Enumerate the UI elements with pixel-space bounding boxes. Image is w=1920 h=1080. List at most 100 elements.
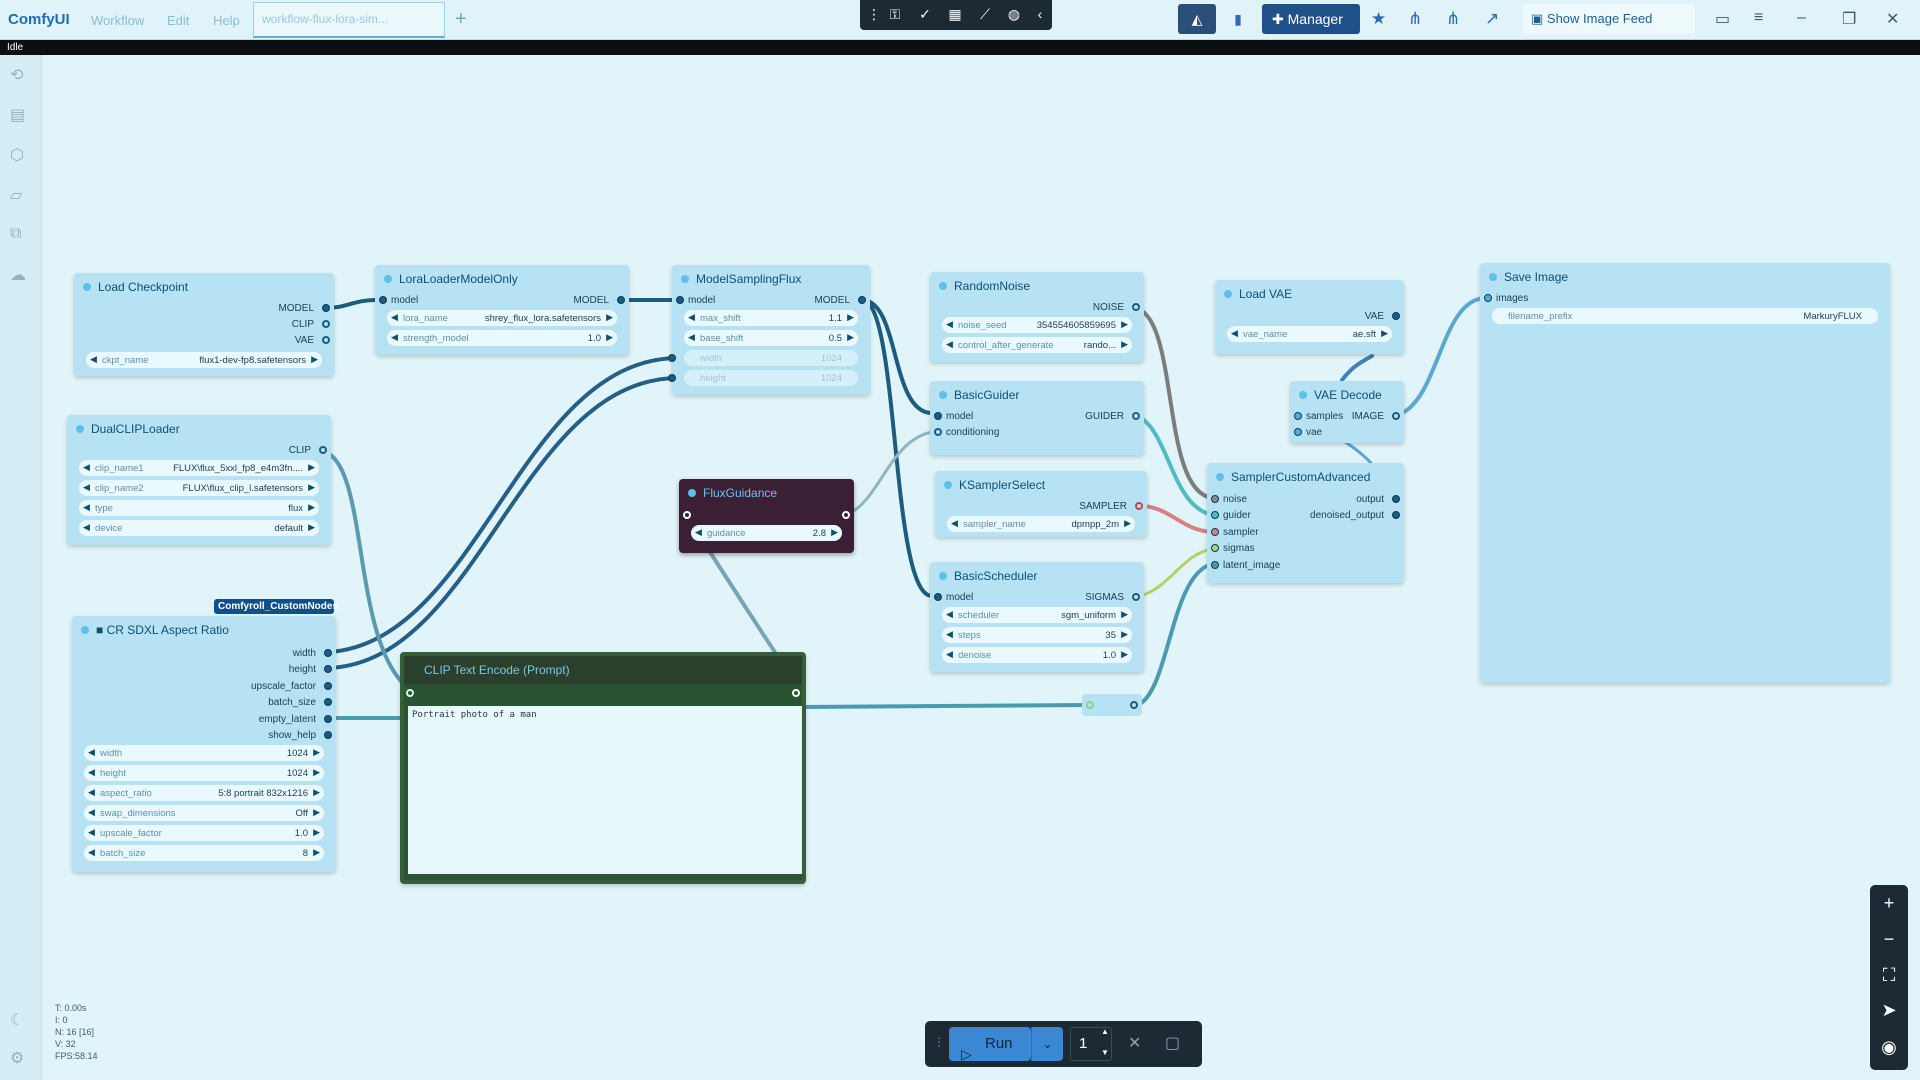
node-collapse-dot[interactable] bbox=[1224, 290, 1232, 298]
close-window-icon[interactable]: ✕ bbox=[1886, 11, 1900, 28]
input-model-socket[interactable] bbox=[934, 412, 942, 420]
panel-toggle-icon[interactable]: ▭ bbox=[1715, 11, 1731, 28]
arrow-left-icon[interactable]: ◀ bbox=[695, 527, 702, 537]
workflow-share-icon[interactable]: ⋔ bbox=[1408, 9, 1423, 28]
key-icon[interactable]: ⚿ bbox=[889, 6, 901, 22]
arrow-right-icon[interactable]: ▶ bbox=[308, 462, 315, 472]
input-guider-socket[interactable] bbox=[1211, 511, 1219, 519]
run-options-chevron-down-icon[interactable]: ⌄ bbox=[1031, 1027, 1063, 1061]
arrow-right-icon[interactable]: ▶ bbox=[313, 847, 320, 857]
input-sampler-socket[interactable] bbox=[1211, 528, 1219, 536]
workflow-share-alt-icon[interactable]: ⋔ bbox=[1446, 9, 1461, 28]
zoom-in-icon[interactable]: + bbox=[1883, 893, 1895, 913]
arrow-right-icon[interactable]: ▶ bbox=[1121, 339, 1128, 349]
bookmark-icon[interactable]: ▮ bbox=[1234, 11, 1242, 27]
node-title[interactable]: Load VAE bbox=[1239, 287, 1293, 301]
node-title[interactable]: CLIP Text Encode (Prompt) bbox=[404, 656, 802, 684]
node-collapse-dot[interactable] bbox=[939, 391, 947, 399]
arrow-left-icon[interactable]: ◀ bbox=[83, 482, 90, 492]
arrow-right-icon[interactable]: ▶ bbox=[1121, 649, 1128, 659]
arrow-left-icon[interactable]: ◀ bbox=[88, 767, 95, 777]
node-title[interactable]: KSamplerSelect bbox=[959, 478, 1046, 492]
node-collapse-dot[interactable] bbox=[939, 282, 947, 290]
output-vae-socket[interactable] bbox=[1392, 312, 1400, 320]
output-sampler-socket[interactable] bbox=[1135, 502, 1143, 510]
input-height-socket[interactable] bbox=[668, 374, 676, 382]
history-icon[interactable]: ⟲ bbox=[10, 67, 24, 84]
output-noise-socket[interactable] bbox=[1132, 303, 1140, 311]
input-model-socket[interactable] bbox=[934, 593, 942, 601]
show-image-feed-button[interactable]: ▣ Show Image Feed bbox=[1523, 4, 1695, 34]
menu-help[interactable]: Help bbox=[213, 13, 240, 28]
arrow-right-icon[interactable]: ▶ bbox=[847, 332, 854, 342]
arrow-left-icon[interactable]: ◀ bbox=[88, 747, 95, 757]
reroute-input-socket[interactable] bbox=[1086, 701, 1094, 709]
arrow-left-icon[interactable]: ◀ bbox=[90, 354, 97, 364]
arrow-right-icon[interactable]: ▶ bbox=[606, 312, 613, 322]
new-tab-plus-icon[interactable]: + bbox=[455, 8, 467, 30]
github-icon[interactable]: ◍ bbox=[1007, 6, 1021, 22]
arrow-left-icon[interactable]: ◀ bbox=[83, 502, 90, 512]
node-collapse-dot[interactable] bbox=[76, 425, 84, 433]
arrow-left-icon[interactable]: ◀ bbox=[946, 649, 953, 659]
output-batch-socket[interactable] bbox=[324, 698, 332, 706]
node-collapse-dot[interactable] bbox=[681, 275, 689, 283]
batch-count-input[interactable]: 1 bbox=[1070, 1027, 1112, 1061]
arrow-right-icon[interactable]: ▶ bbox=[311, 354, 318, 364]
node-library-icon[interactable]: ⧉ bbox=[10, 225, 22, 242]
node-collapse-dot[interactable] bbox=[944, 481, 952, 489]
node-title[interactable]: LoraLoaderModelOnly bbox=[399, 272, 518, 286]
input-noise-socket[interactable] bbox=[1211, 495, 1219, 503]
output-height-socket[interactable] bbox=[324, 665, 332, 673]
node-collapse-dot[interactable] bbox=[939, 572, 947, 580]
arrow-left-icon[interactable]: ◀ bbox=[946, 609, 953, 619]
star-icon[interactable]: ★ bbox=[1371, 9, 1387, 28]
workflow-tab[interactable]: workflow-flux-lora-sim... bbox=[253, 2, 445, 38]
arrow-right-icon[interactable]: ▶ bbox=[308, 482, 315, 492]
settings-gear-icon[interactable]: ⚙ bbox=[10, 1050, 25, 1067]
node-title[interactable]: FluxGuidance bbox=[703, 486, 778, 500]
chart-icon[interactable]: ⟋ bbox=[980, 6, 990, 22]
arrow-right-icon[interactable]: ▶ bbox=[313, 787, 320, 797]
output-guider-socket[interactable] bbox=[1132, 412, 1140, 420]
node-collapse-dot[interactable] bbox=[1489, 273, 1497, 281]
drag-handle-icon[interactable]: ⋮ bbox=[933, 1035, 945, 1049]
folder-icon[interactable]: ▱ bbox=[10, 187, 23, 204]
drag-handle-icon[interactable]: ⋮ bbox=[867, 6, 881, 22]
menu-workflow[interactable]: Workflow bbox=[91, 13, 145, 28]
prompt-textarea[interactable]: Portrait photo of a man bbox=[408, 706, 802, 874]
share-arrow-icon[interactable]: ↗ bbox=[1485, 9, 1500, 28]
reroute-node[interactable] bbox=[1082, 694, 1142, 716]
input-clip-socket[interactable] bbox=[406, 689, 414, 697]
pysssss-icon[interactable]: ◭ bbox=[1178, 4, 1216, 34]
hamburger-menu-icon[interactable]: ≡ bbox=[1754, 9, 1764, 26]
node-load-checkpoint[interactable]: Load Checkpoint MODEL CLIP VAE ◀ckpt_nam… bbox=[74, 273, 334, 376]
output-model-socket[interactable] bbox=[858, 296, 866, 304]
node-collapse-dot[interactable] bbox=[688, 489, 696, 497]
node-collapse-dot[interactable] bbox=[81, 626, 89, 634]
arrow-right-icon[interactable]: ▶ bbox=[308, 522, 315, 532]
arrow-left-icon[interactable]: ◀ bbox=[83, 522, 90, 532]
node-title[interactable]: ■ CR SDXL Aspect Ratio bbox=[96, 623, 229, 637]
node-clip-text-encode[interactable]: CLIP Text Encode (Prompt) Portrait photo… bbox=[400, 652, 806, 884]
input-model-socket[interactable] bbox=[676, 296, 684, 304]
arrow-right-icon[interactable]: ▶ bbox=[313, 767, 320, 777]
menu-edit[interactable]: Edit bbox=[167, 13, 190, 28]
